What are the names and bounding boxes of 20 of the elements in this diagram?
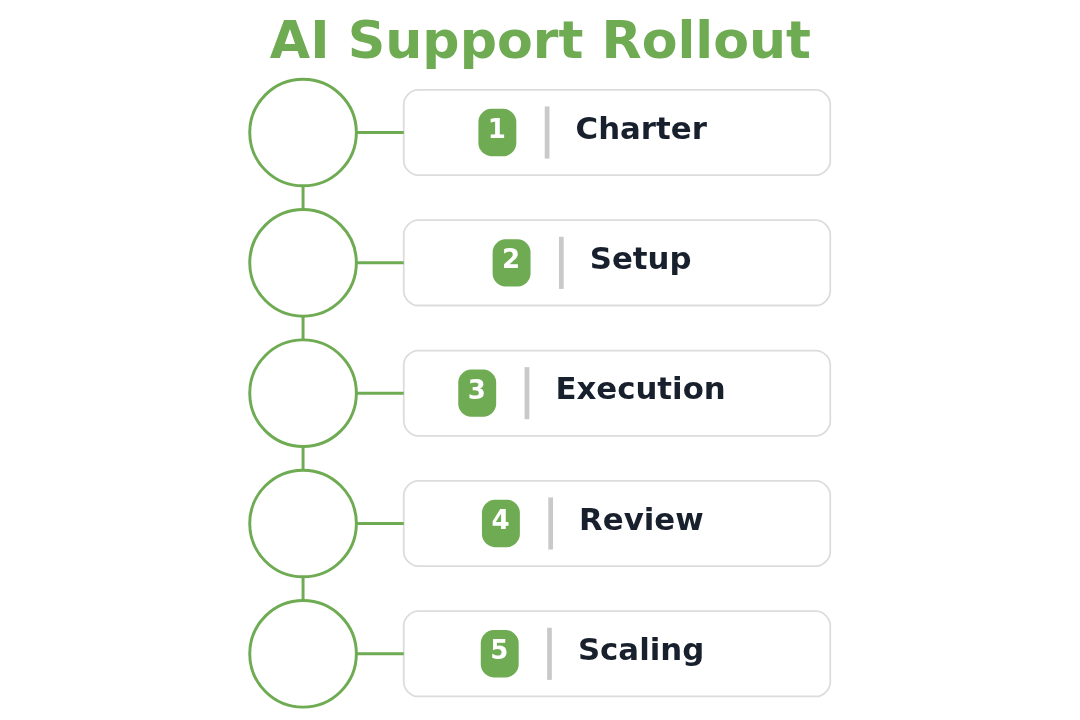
connector	[356, 522, 404, 525]
connector	[356, 652, 404, 656]
connector	[301, 316, 305, 340]
node-circle	[248, 468, 358, 579]
node-box: 1 Charter	[402, 89, 832, 177]
node-circle	[248, 77, 358, 188]
node-box: 2 Setup	[402, 219, 832, 307]
node-circle	[248, 338, 358, 448]
connector	[301, 446, 305, 470]
connector	[301, 186, 305, 210]
node-circle	[248, 208, 358, 318]
node-box: 3 Execution	[402, 349, 832, 437]
node-circle	[248, 599, 358, 709]
connector	[301, 577, 305, 601]
connector	[356, 131, 404, 134]
node-box: 5 Scaling	[402, 610, 832, 698]
connector	[356, 261, 404, 265]
diagram-title: AI Support Rollout	[269, 10, 811, 71]
connector	[356, 391, 404, 395]
node-box: 4 Review	[402, 479, 832, 568]
